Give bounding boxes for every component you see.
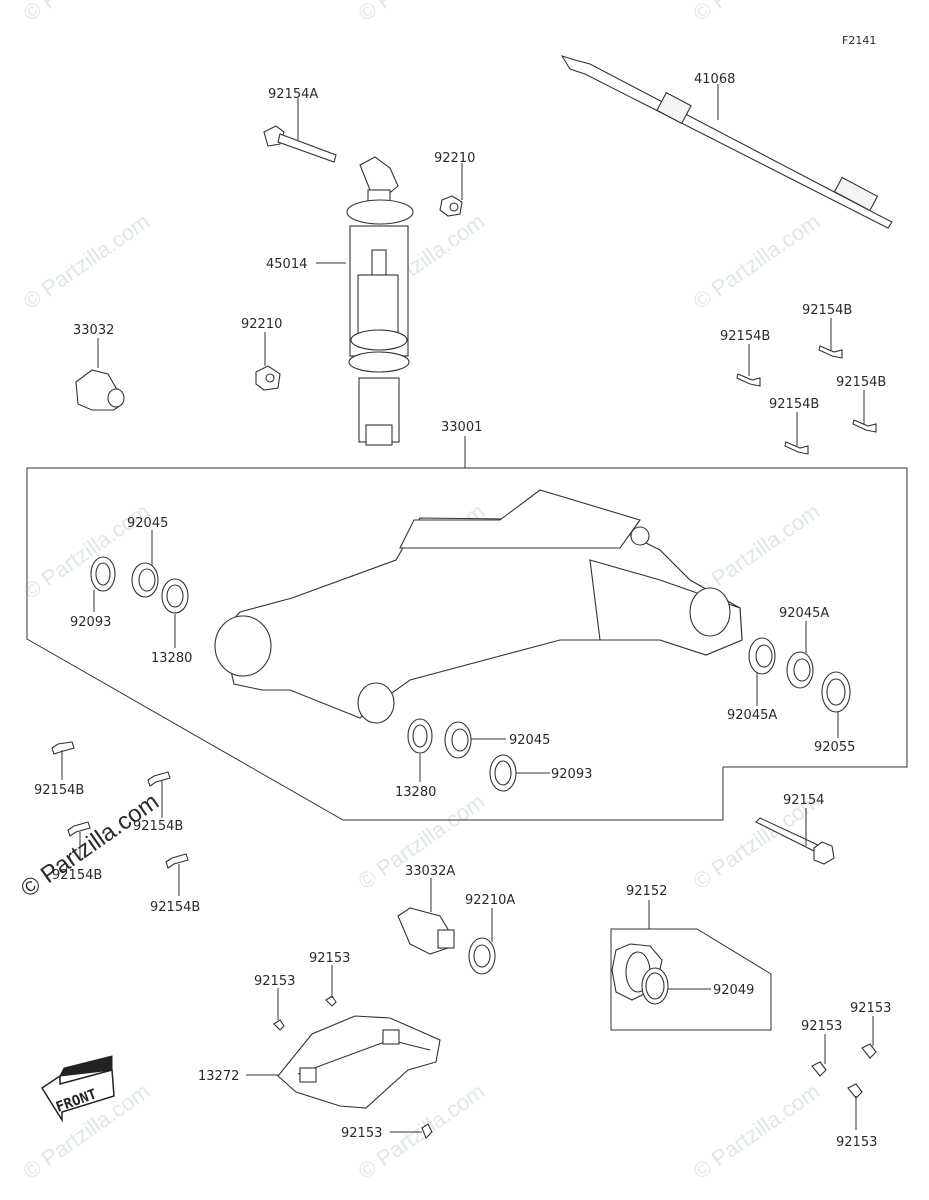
bushing-33032A[interactable]: 33032A (397, 864, 455, 955)
clip-92153-r2[interactable]: 92153 (850, 1001, 891, 1059)
collar-13280-left[interactable]: 13280 (151, 578, 192, 666)
watermark-dark: © Partzilla.com (16, 788, 164, 903)
clip-92153-r1[interactable]: 92153 (801, 1019, 842, 1077)
bolt-92154B-l1[interactable]: 92154B (34, 741, 84, 798)
watermark: © Partzilla.com (354, 0, 490, 26)
part-label[interactable]: 92153 (309, 951, 350, 966)
bolt-92154B-r3[interactable]: 92154B (836, 375, 886, 433)
part-label[interactable]: 92210A (465, 893, 515, 908)
shaft-41068[interactable]: 41068 (560, 55, 893, 229)
seal-92093-mid[interactable]: 92093 (489, 754, 592, 792)
part-label[interactable]: 92049 (713, 983, 754, 998)
bolt-92154B-r1[interactable]: 92154B (720, 329, 770, 387)
part-label[interactable]: 45014 (266, 257, 307, 272)
bearing-92045A-top[interactable]: 92045A (779, 606, 829, 689)
part-label[interactable]: 92154 (783, 793, 824, 808)
bolt-92154A[interactable]: 92154A (263, 87, 337, 163)
watermark: © Partzilla.com (689, 1079, 825, 1185)
bolt-92154B-l3[interactable]: 92154B (52, 821, 102, 883)
bolt-92154[interactable]: 92154 (755, 793, 835, 865)
seal-92093-left[interactable]: 92093 (70, 556, 116, 630)
part-label[interactable]: 41068 (694, 72, 735, 87)
part-label[interactable]: 13272 (198, 1069, 239, 1084)
bolt-92154B-l4[interactable]: 92154B (150, 853, 200, 915)
seal-92055[interactable]: 92055 (814, 671, 855, 755)
part-label[interactable]: 92153 (254, 974, 295, 989)
part-label[interactable]: 92153 (850, 1001, 891, 1016)
part-label[interactable]: 33032 (73, 323, 114, 338)
part-label[interactable]: 92154B (720, 329, 770, 344)
bearing-92045A-bot[interactable]: 92045A (727, 637, 777, 723)
nut-92210-mid[interactable]: 92210 (241, 317, 282, 391)
part-label[interactable]: 13280 (151, 651, 192, 666)
part-label[interactable]: 92154B (769, 397, 819, 412)
nut-92210A[interactable]: 92210A (465, 893, 515, 975)
seal-92049[interactable]: 92049 (668, 983, 754, 998)
part-label[interactable]: 33001 (441, 420, 482, 435)
skid-plate-13272[interactable]: 13272 (198, 1015, 441, 1109)
part-label[interactable]: 92210 (434, 151, 475, 166)
collar-13280-mid[interactable]: 13280 (395, 718, 436, 800)
watermark: © Partzilla.com (19, 0, 155, 26)
part-label[interactable]: 92153 (341, 1126, 382, 1141)
part-label[interactable]: 92152 (626, 884, 667, 899)
bearing-92045-mid[interactable]: 92045 (444, 721, 550, 759)
shock-absorber-45014[interactable]: 45014 (266, 156, 414, 446)
part-label[interactable]: 92154B (836, 375, 886, 390)
watermark: © Partzilla.com (689, 209, 825, 315)
part-label[interactable]: 92154B (133, 819, 183, 834)
bolt-92154B-r4[interactable]: 92154B (769, 397, 819, 455)
front-arrow-icon: FRONT (40, 1055, 115, 1123)
part-label[interactable]: 92055 (814, 740, 855, 755)
part-label[interactable]: 92154B (802, 303, 852, 318)
swingarm-assembly-33001[interactable]: 33001 (26, 420, 908, 821)
clip-92153-r3[interactable]: 92153 (836, 1083, 877, 1150)
clip-92153-a[interactable]: 92153 (254, 974, 295, 1031)
watermark: © Partzilla.com (19, 209, 155, 315)
bolt-92154B-l2[interactable]: 92154B (133, 771, 183, 834)
nut-92210-top[interactable]: 92210 (434, 151, 475, 217)
clip-92153-b[interactable]: 92153 (309, 951, 350, 1007)
part-label[interactable]: 33032A (405, 864, 455, 879)
part-label[interactable]: 92045A (727, 708, 777, 723)
part-label[interactable]: 92154B (52, 868, 102, 883)
part-label[interactable]: 13280 (395, 785, 436, 800)
part-label[interactable]: 92093 (551, 767, 592, 782)
bolt-92154B-r2[interactable]: 92154B (802, 303, 852, 359)
part-label[interactable]: 92153 (801, 1019, 842, 1034)
seal-assembly-92152[interactable]: 92152 (610, 884, 772, 1031)
bearing-92045-left[interactable]: 92045 (127, 516, 168, 598)
part-label[interactable]: 92210 (241, 317, 282, 332)
part-label[interactable]: 92154A (268, 87, 318, 102)
clip-92153-c[interactable]: 92153 (341, 1123, 433, 1141)
part-label[interactable]: 92153 (836, 1135, 877, 1150)
part-label[interactable]: 92093 (70, 615, 111, 630)
part-label[interactable]: 92045 (509, 733, 550, 748)
figure-code: F2141 (842, 34, 876, 47)
watermark: © Partzilla.com (689, 0, 825, 26)
part-label[interactable]: 92045A (779, 606, 829, 621)
part-label[interactable]: 92045 (127, 516, 168, 531)
bushing-33032[interactable]: 33032 (73, 323, 125, 411)
part-label[interactable]: 92154B (150, 900, 200, 915)
part-label[interactable]: 92154B (34, 783, 84, 798)
